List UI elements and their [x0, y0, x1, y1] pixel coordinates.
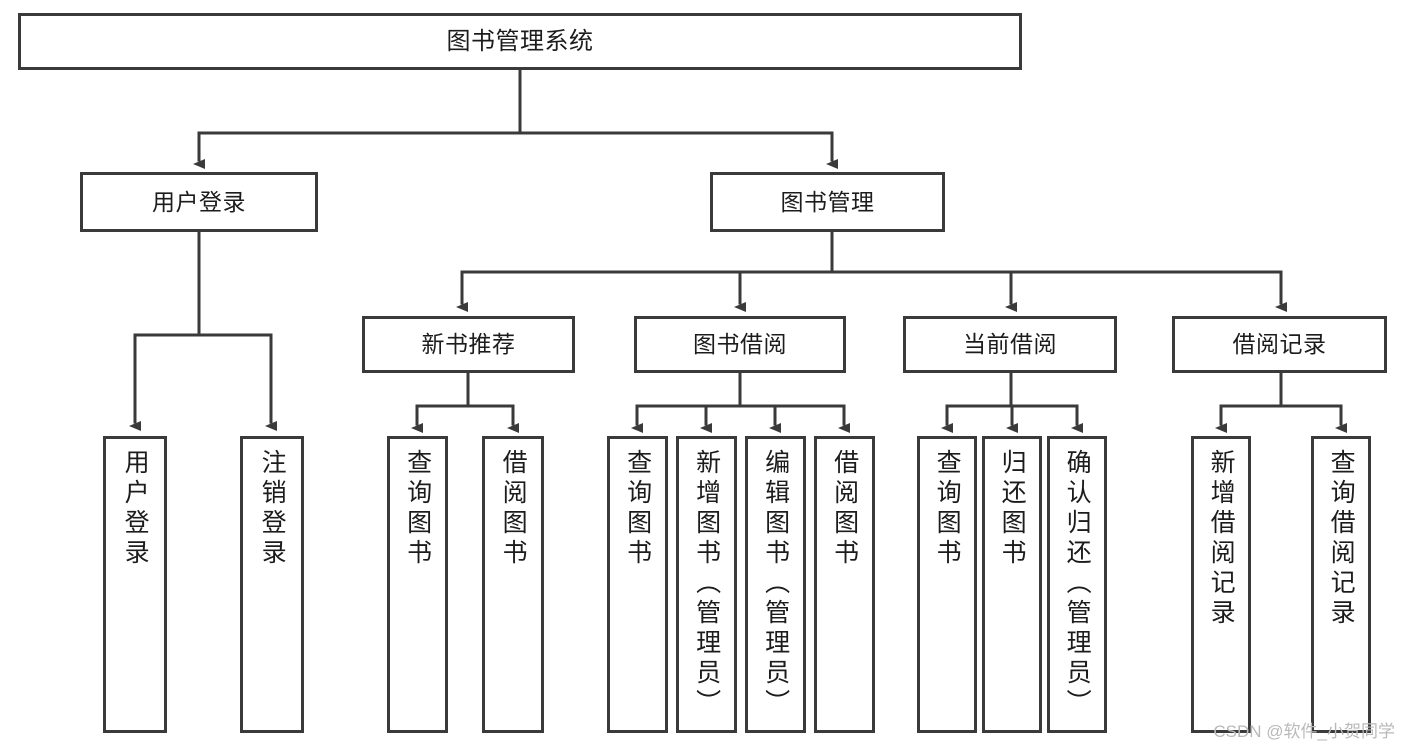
node-leaf-edit-book-label: 编辑图书（管理员）: [761, 449, 790, 719]
node-leaf-borrow-book-2-label: 借阅图书: [830, 449, 859, 569]
node-root[interactable]: 图书管理系统: [18, 13, 1022, 70]
node-leaf-user-login[interactable]: 用户登录: [103, 436, 167, 733]
node-leaf-return-book-label: 归还图书: [998, 449, 1027, 569]
node-leaf-user-login-label: 用户登录: [121, 449, 150, 569]
node-leaf-borrow-book-2[interactable]: 借阅图书: [814, 436, 875, 733]
node-leaf-return-book[interactable]: 归还图书: [982, 436, 1042, 733]
node-user-login[interactable]: 用户登录: [80, 172, 318, 232]
node-leaf-query-book-2-label: 查询图书: [623, 449, 652, 569]
node-leaf-add-book-label: 新增图书（管理员）: [692, 449, 721, 719]
node-book-manage-label: 图书管理: [780, 188, 875, 215]
node-leaf-add-record[interactable]: 新增借阅记录: [1191, 436, 1251, 733]
node-leaf-confirm-return[interactable]: 确认归还（管理员）: [1047, 436, 1107, 733]
node-leaf-borrow-book-1-label: 借阅图书: [499, 449, 528, 569]
node-leaf-query-book-1[interactable]: 查询图书: [387, 436, 448, 733]
node-leaf-query-book-3-label: 查询图书: [933, 449, 962, 569]
node-leaf-query-book-2[interactable]: 查询图书: [607, 436, 668, 733]
node-current-borrow-label: 当前借阅: [963, 331, 1057, 358]
node-leaf-user-logout[interactable]: 注销登录: [240, 436, 304, 733]
node-leaf-edit-book[interactable]: 编辑图书（管理员）: [745, 436, 806, 733]
node-leaf-confirm-return-label: 确认归还（管理员）: [1063, 449, 1092, 719]
node-new-book-recommend[interactable]: 新书推荐: [362, 316, 575, 373]
node-leaf-query-record[interactable]: 查询借阅记录: [1311, 436, 1371, 733]
node-leaf-query-record-label: 查询借阅记录: [1327, 449, 1356, 629]
node-borrow-record-label: 借阅记录: [1232, 331, 1327, 358]
node-leaf-query-book-1-label: 查询图书: [403, 449, 432, 569]
node-book-manage[interactable]: 图书管理: [710, 172, 945, 232]
node-leaf-borrow-book-1[interactable]: 借阅图书: [482, 436, 544, 733]
node-leaf-add-book[interactable]: 新增图书（管理员）: [676, 436, 737, 733]
node-new-book-recommend-label: 新书推荐: [421, 331, 516, 358]
node-borrow-record[interactable]: 借阅记录: [1172, 316, 1387, 373]
watermark-text: CSDN @软件_小贺同学: [1213, 722, 1395, 741]
node-root-label: 图书管理系统: [446, 27, 594, 55]
node-user-login-label: 用户登录: [152, 188, 246, 215]
node-book-borrow-label: 图书借阅: [693, 331, 787, 358]
node-book-borrow[interactable]: 图书借阅: [634, 316, 846, 373]
node-leaf-user-logout-label: 注销登录: [258, 449, 287, 569]
node-leaf-query-book-3[interactable]: 查询图书: [917, 436, 977, 733]
node-leaf-add-record-label: 新增借阅记录: [1207, 449, 1236, 629]
node-current-borrow[interactable]: 当前借阅: [903, 316, 1117, 373]
